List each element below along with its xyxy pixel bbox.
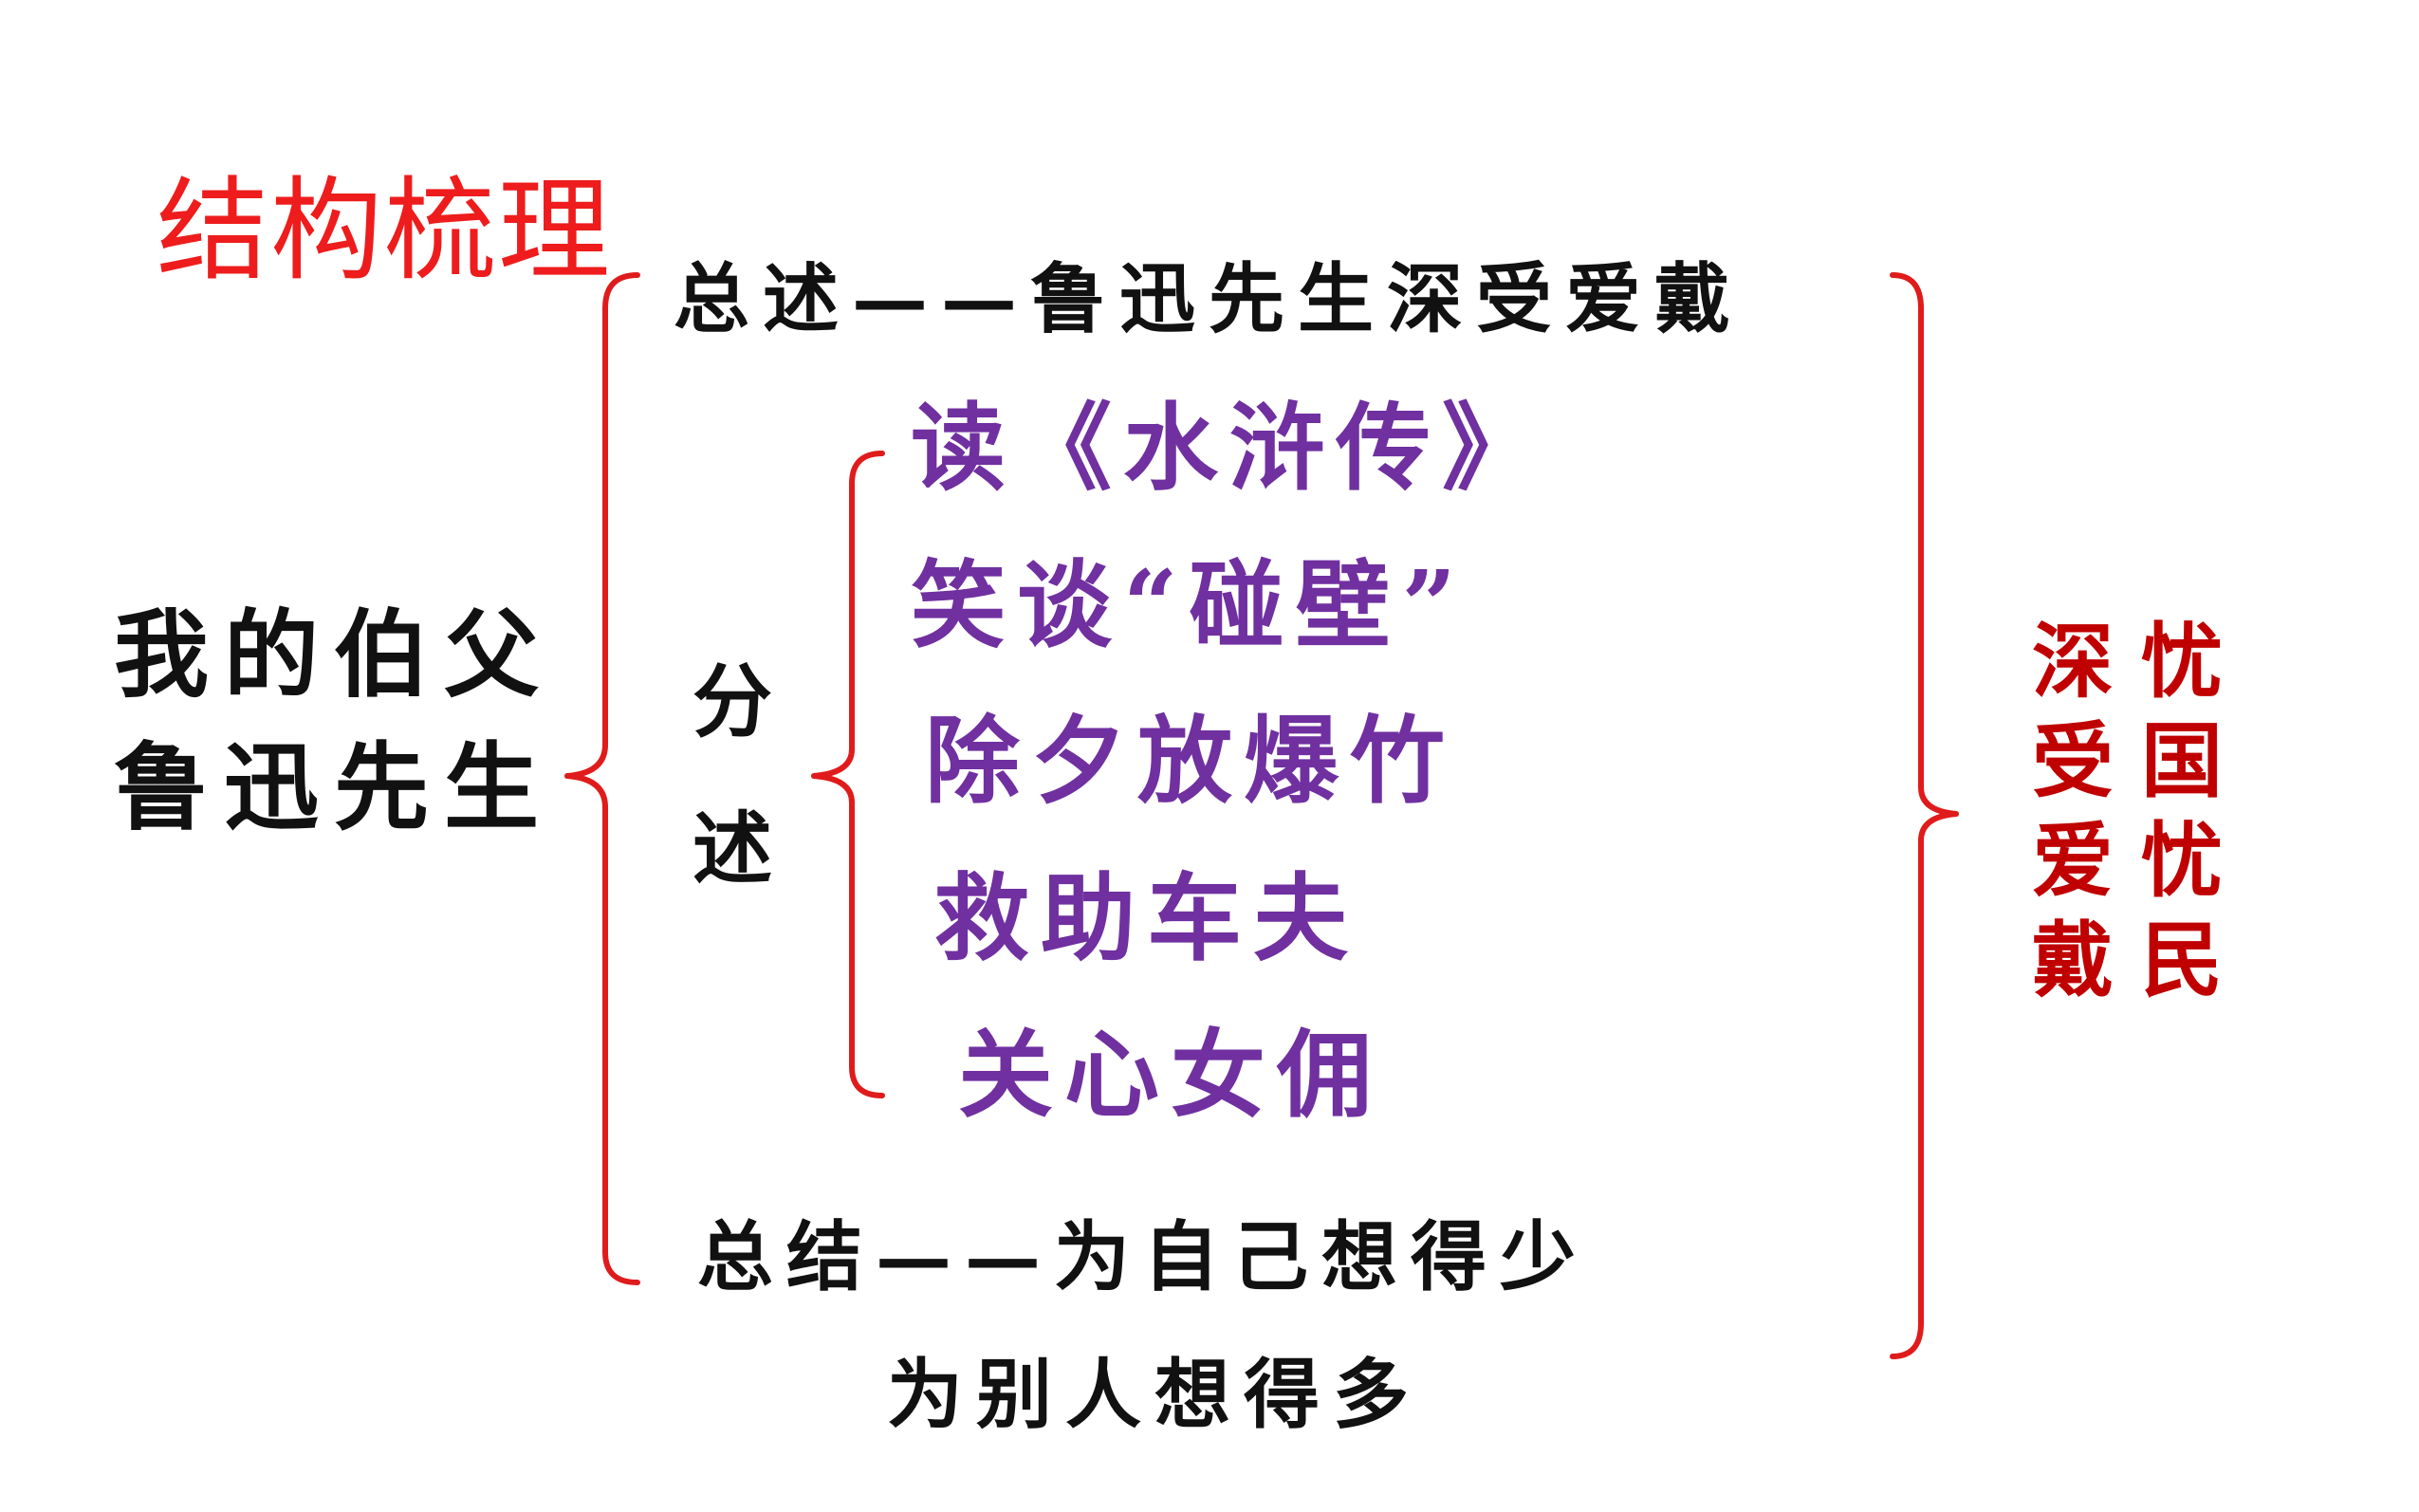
conclusion-line1: 总结——为自己想得少 (697, 1212, 1589, 1301)
theme-column-2: 忧国忧民 (2141, 614, 2223, 1008)
theme-right-brace (1890, 272, 1959, 1359)
root-topic-line2: 鲁迅先生 (114, 731, 554, 843)
event-item: 读《水浒传》 (911, 392, 1548, 504)
overview-line: 总述——鲁迅先生深受爱戴 (674, 254, 1744, 343)
root-topic-line1: 我的伯父 (114, 599, 554, 710)
events-left-brace (811, 451, 885, 1098)
event-item: 笑谈“碰壁” (911, 549, 1468, 661)
detail-label-char1: 分 (692, 655, 773, 748)
conclusion-line2: 为别人想得多 (887, 1350, 1422, 1439)
slide-title: 结构梳理 (157, 165, 613, 296)
event-item: 救助车夫 (934, 862, 1359, 974)
main-left-brace (564, 272, 640, 1285)
event-item: 关心女佣 (958, 1019, 1383, 1131)
theme-column-1: 深受爱戴 (2032, 614, 2114, 1008)
event-item: 除夕放爆竹 (925, 705, 1456, 817)
detail-label-char2: 述 (692, 802, 773, 895)
